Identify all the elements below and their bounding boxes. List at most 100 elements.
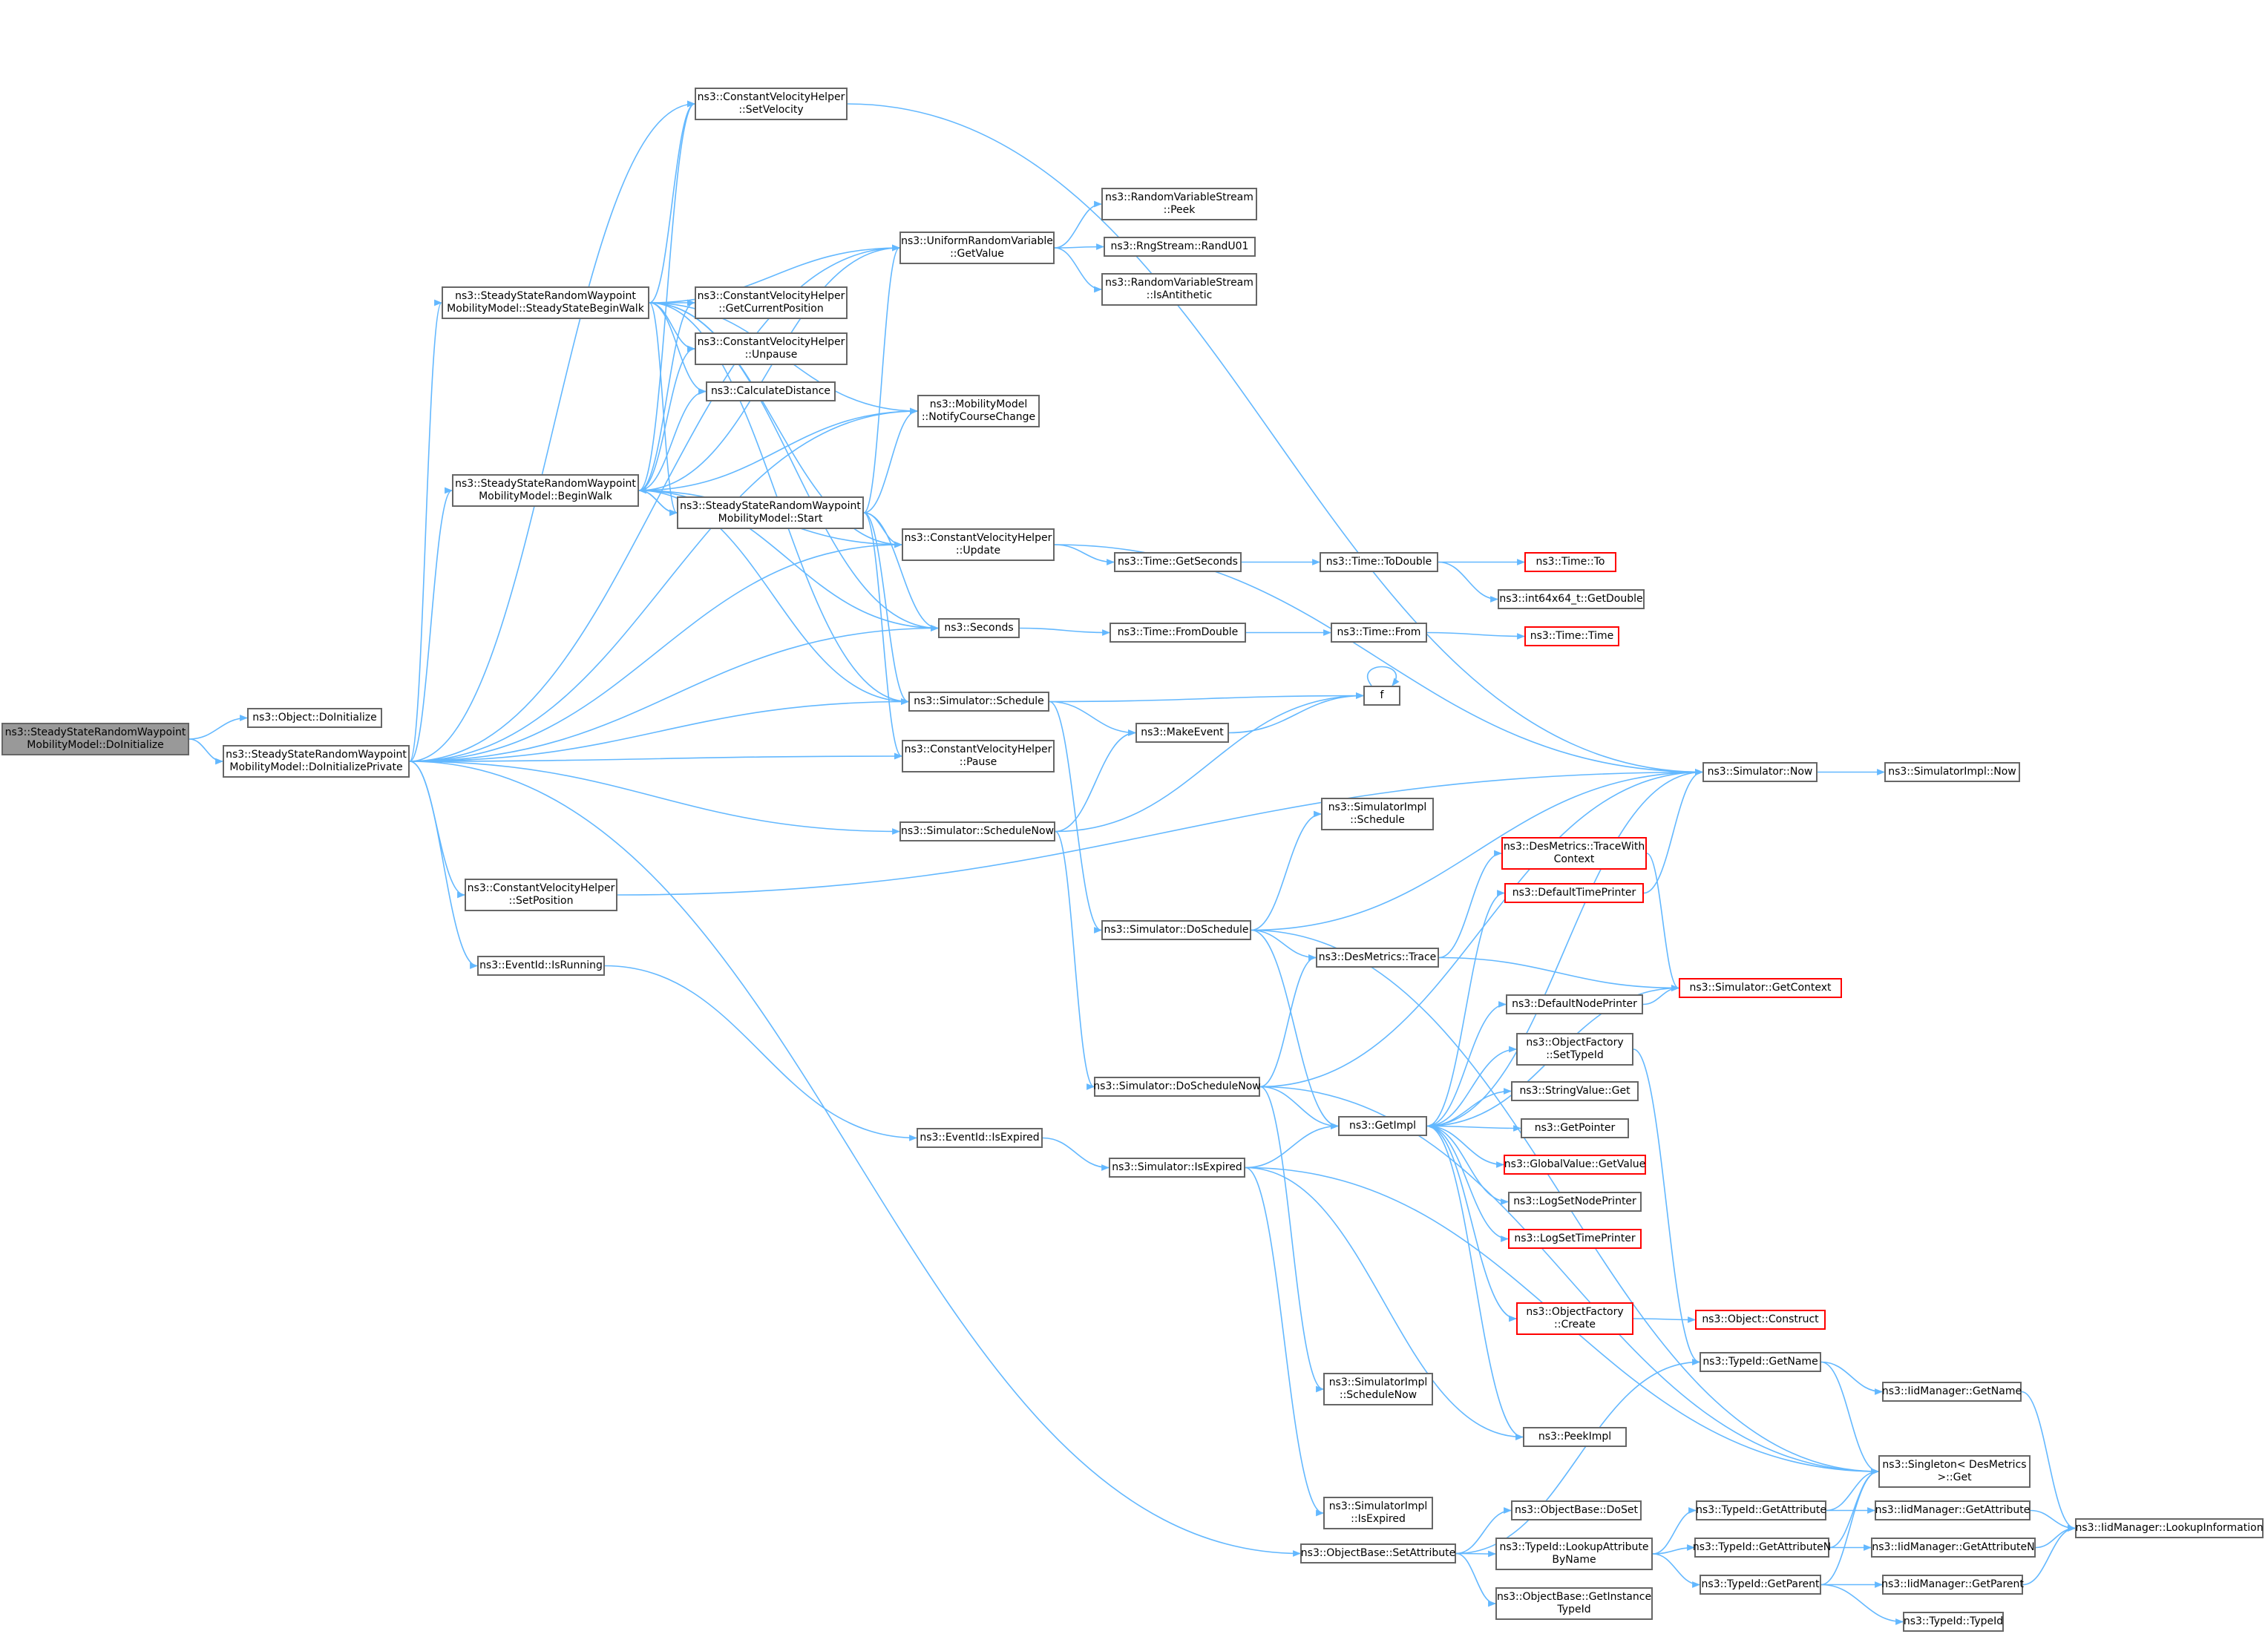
node-start[interactable]: ns3::SteadyStateRandomWaypoint MobilityM… bbox=[677, 496, 864, 529]
node-doinit-priv[interactable]: ns3::SteadyStateRandomWaypoint MobilityM… bbox=[223, 745, 410, 778]
node-root: ns3::SteadyStateRandomWaypoint MobilityM… bbox=[1, 723, 189, 755]
edge-getimpl-defnodeprinter bbox=[1426, 1001, 1507, 1127]
node-label: ns3::ConstantVelocityHelper bbox=[697, 290, 845, 302]
node-of-create[interactable]: ns3::ObjectFactory ::Create bbox=[1516, 1302, 1633, 1335]
node-globalvalue-getvalue[interactable]: ns3::GlobalValue::GetValue bbox=[1504, 1155, 1646, 1175]
edge-sim_doschednow-desm_trace bbox=[1259, 954, 1317, 1088]
edge-iidm_getattr-iidm_lookupinfo bbox=[2030, 1509, 2077, 1532]
node-logsetnode[interactable]: ns3::LogSetNodePrinter bbox=[1508, 1192, 1642, 1212]
node-desm-tracewith[interactable]: ns3::DesMetrics::TraceWith Context bbox=[1501, 837, 1647, 870]
edge-doinit_priv-urv_getvalue bbox=[409, 244, 901, 762]
node-objbase-doset[interactable]: ns3::ObjectBase::DoSet bbox=[1511, 1500, 1642, 1520]
node-label: ns3::ObjectBase::DoSet bbox=[1515, 1504, 1638, 1516]
node-sim-isexpired[interactable]: ns3::Simulator::IsExpired bbox=[1109, 1158, 1245, 1178]
node-label: ns3::TypeId::GetAttribute bbox=[1696, 1504, 1826, 1516]
node-beginwalk[interactable]: ns3::SteadyStateRandomWaypoint MobilityM… bbox=[452, 474, 639, 507]
edge-root-obj_doinit bbox=[189, 715, 249, 740]
edge-typeid_getparent-typeid_typeid bbox=[1820, 1584, 1904, 1625]
node-iidm-getattr[interactable]: ns3::IidManager::GetAttribute bbox=[1875, 1500, 2031, 1520]
node-label: ::NotifyCourseChange bbox=[921, 411, 1036, 423]
node-makeevent[interactable]: ns3::MakeEvent bbox=[1135, 723, 1229, 743]
node-sim-getctx[interactable]: ns3::Simulator::GetContext bbox=[1679, 978, 1842, 998]
node-label: ns3::SteadyStateRandomWaypoint bbox=[4, 726, 186, 738]
node-getpointer[interactable]: ns3::GetPointer bbox=[1521, 1118, 1629, 1138]
node-label: ns3::Simulator::ScheduleNow bbox=[900, 825, 1055, 837]
node-cvh-unpause[interactable]: ns3::ConstantVelocityHelper ::Unpause bbox=[695, 332, 848, 365]
node-time-todouble[interactable]: ns3::Time::ToDouble bbox=[1320, 552, 1438, 572]
node-label: ns3::UniformRandomVariable bbox=[901, 235, 1053, 247]
node-ss-beginwalk[interactable]: ns3::SteadyStateRandomWaypoint MobilityM… bbox=[442, 286, 649, 319]
edge-sim_schednow-makeevent bbox=[1055, 729, 1137, 833]
node-getimpl[interactable]: ns3::GetImpl bbox=[1338, 1116, 1427, 1136]
node-desm-trace[interactable]: ns3::DesMetrics::Trace bbox=[1316, 948, 1439, 968]
node-typeid-lookupattr[interactable]: ns3::TypeId::LookupAttribute ByName bbox=[1495, 1538, 1653, 1570]
node-typeid-getattrn[interactable]: ns3::TypeId::GetAttributeN bbox=[1693, 1538, 1831, 1558]
node-iidm-getattrn[interactable]: ns3::IidManager::GetAttributeN bbox=[1871, 1538, 2036, 1558]
node-mm-notify[interactable]: ns3::MobilityModel ::NotifyCourseChange bbox=[917, 395, 1040, 427]
node-iidm-lookupinfo[interactable]: ns3::IidManager::LookupInformation bbox=[2075, 1518, 2264, 1538]
edge-sim_isexpired-simimpl_isexpired bbox=[1245, 1167, 1325, 1517]
node-typeid-getattr[interactable]: ns3::TypeId::GetAttribute bbox=[1696, 1500, 1826, 1520]
node-sim-schednow[interactable]: ns3::Simulator::ScheduleNow bbox=[899, 821, 1055, 841]
edge-getimpl-logsetnode bbox=[1426, 1125, 1510, 1205]
node-label: ns3::ConstantVelocityHelper bbox=[467, 882, 615, 894]
node-label: ::Pause bbox=[959, 756, 997, 768]
node-obj-construct[interactable]: ns3::Object::Construct bbox=[1695, 1310, 1826, 1330]
node-sim-now[interactable]: ns3::Simulator::Now bbox=[1702, 762, 1818, 782]
node-strval-get[interactable]: ns3::StringValue::Get bbox=[1511, 1081, 1639, 1101]
node-time-time[interactable]: ns3::Time::Time bbox=[1524, 626, 1619, 646]
edge-getimpl-of_create bbox=[1426, 1125, 1518, 1322]
node-typeid-getparent[interactable]: ns3::TypeId::GetParent bbox=[1700, 1575, 1821, 1595]
node-label: ns3::Time::To bbox=[1536, 556, 1605, 568]
node-typeid-getname[interactable]: ns3::TypeId::GetName bbox=[1700, 1352, 1821, 1372]
edge-doinit_priv-sim_schedule bbox=[409, 698, 910, 762]
node-urv-getvalue[interactable]: ns3::UniformRandomVariable ::GetValue bbox=[899, 232, 1055, 264]
node-singleton-get[interactable]: ns3::Singleton< DesMetrics >::Get bbox=[1878, 1455, 2031, 1488]
node-sim-dosched[interactable]: ns3::Simulator::DoSchedule bbox=[1101, 920, 1251, 940]
node-eventid-isexpired[interactable]: ns3::EventId::IsExpired bbox=[917, 1128, 1043, 1148]
node-deftimeprinter[interactable]: ns3::DefaultTimePrinter bbox=[1504, 883, 1644, 903]
node-rvs-isanti[interactable]: ns3::RandomVariableStream ::IsAntithetic bbox=[1101, 273, 1257, 306]
node-int64-getdouble[interactable]: ns3::int64x64_t::GetDouble bbox=[1498, 589, 1645, 609]
node-objbase-getinst[interactable]: ns3::ObjectBase::GetInstance TypeId bbox=[1495, 1587, 1653, 1620]
node-obj-doinit[interactable]: ns3::Object::DoInitialize bbox=[247, 708, 382, 728]
node-eventid-isrunning[interactable]: ns3::EventId::IsRunning bbox=[477, 956, 605, 976]
node-seconds[interactable]: ns3::Seconds bbox=[938, 618, 1020, 638]
node-simimpl-sched[interactable]: ns3::SimulatorImpl ::Schedule bbox=[1321, 798, 1434, 830]
node-cvh-update[interactable]: ns3::ConstantVelocityHelper ::Update bbox=[902, 528, 1055, 561]
node-time-getsec[interactable]: ns3::Time::GetSeconds bbox=[1114, 552, 1242, 572]
node-sim-schedule[interactable]: ns3::Simulator::Schedule bbox=[908, 692, 1049, 712]
node-cvh-pause[interactable]: ns3::ConstantVelocityHelper ::Pause bbox=[902, 740, 1055, 772]
node-simimpl-isexpired[interactable]: ns3::SimulatorImpl ::IsExpired bbox=[1323, 1497, 1433, 1529]
node-typeid-typeid[interactable]: ns3::TypeId::TypeId bbox=[1903, 1612, 2004, 1632]
node-time-to[interactable]: ns3::Time::To bbox=[1524, 552, 1616, 572]
edge-sim_doschednow-sim_now bbox=[1259, 769, 1704, 1088]
node-simimpl-now[interactable]: ns3::SimulatorImpl::Now bbox=[1884, 762, 2020, 782]
edge-getimpl-sim_now bbox=[1426, 769, 1704, 1127]
node-label: ::IsAntithetic bbox=[1146, 289, 1213, 301]
node-simimpl-schednow[interactable]: ns3::SimulatorImpl ::ScheduleNow bbox=[1323, 1373, 1433, 1405]
edge-beginwalk-calcdist bbox=[638, 388, 707, 491]
edge-urv_getvalue-rvs_peek bbox=[1054, 200, 1103, 249]
node-calcdist[interactable]: ns3::CalculateDistance bbox=[706, 381, 836, 401]
edge-deftimeprinter-sim_now bbox=[1643, 769, 1704, 894]
node-iidm-getparent[interactable]: ns3::IidManager::GetParent bbox=[1881, 1575, 2024, 1595]
node-time-from[interactable]: ns3::Time::From bbox=[1331, 623, 1427, 643]
node-iidm-getname[interactable]: ns3::IidManager::GetName bbox=[1882, 1382, 2022, 1402]
node-cvh-setvel[interactable]: ns3::ConstantVelocityHelper ::SetVelocit… bbox=[695, 88, 848, 120]
node-rng-randu01[interactable]: ns3::RngStream::RandU01 bbox=[1104, 237, 1256, 257]
node-cvh-getcur[interactable]: ns3::ConstantVelocityHelper ::GetCurrent… bbox=[695, 286, 848, 319]
node-rvs-peek[interactable]: ns3::RandomVariableStream ::Peek bbox=[1101, 188, 1257, 220]
node-label: ns3::Time::FromDouble bbox=[1117, 626, 1239, 638]
node-of-settypeid[interactable]: ns3::ObjectFactory ::SetTypeId bbox=[1516, 1033, 1633, 1066]
node-sim-doschednow[interactable]: ns3::Simulator::DoScheduleNow bbox=[1093, 1077, 1261, 1097]
node-logsettime[interactable]: ns3::LogSetTimePrinter bbox=[1508, 1229, 1642, 1249]
node-objbase-setattr[interactable]: ns3::ObjectBase::SetAttribute bbox=[1300, 1543, 1456, 1564]
node-label: ::GetValue bbox=[950, 248, 1004, 260]
node-peekimpl[interactable]: ns3::PeekImpl bbox=[1523, 1427, 1627, 1447]
node-time-fromdouble[interactable]: ns3::Time::FromDouble bbox=[1110, 623, 1246, 643]
node-defnodeprinter[interactable]: ns3::DefaultNodePrinter bbox=[1506, 994, 1643, 1014]
edge-objbase_setattr-objbase_doset bbox=[1455, 1507, 1512, 1555]
node-cvh-setpos[interactable]: ns3::ConstantVelocityHelper ::SetPositio… bbox=[465, 879, 617, 911]
node-f[interactable]: f bbox=[1363, 686, 1400, 706]
